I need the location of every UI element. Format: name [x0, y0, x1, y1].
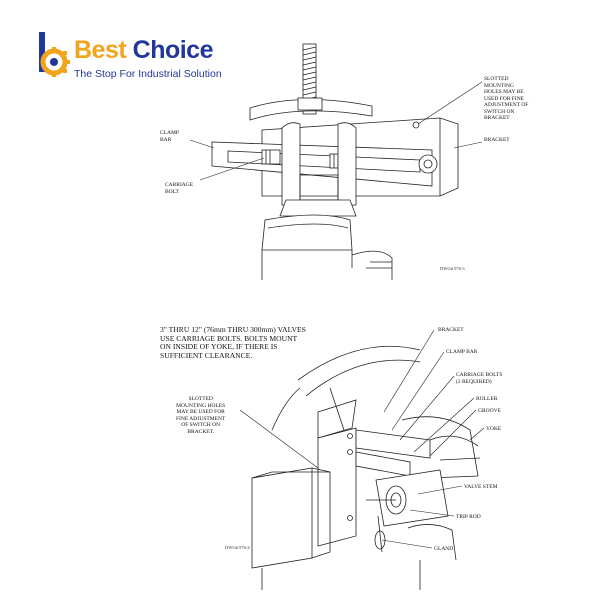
label-gland: GLAND [434, 546, 454, 552]
label-carriage-bolt-top: CARRIAGE BOLT [165, 182, 194, 195]
top-leader-lines [189, 81, 483, 181]
label-yoke: YOKE [486, 426, 502, 432]
label-carriage-bolts: CARRIAGE BOLTS (2 REQUIRED) [456, 372, 503, 385]
label-bracket-top: BRACKET [484, 137, 510, 143]
brand-logo: Best Choice The Stop For Industrial Solu… [36, 30, 236, 86]
label-slotted-holes-bottom: SLOTTED MOUNTING HOLES MAY BE USED FOR F… [176, 396, 226, 435]
bottom-leader-lines [239, 329, 485, 549]
label-trip-rod: TRIP ROD [456, 514, 481, 520]
valve-bonnet [261, 214, 393, 280]
label-groove: GROOVE [478, 408, 501, 414]
gear-b-logo-icon [39, 32, 70, 77]
bottom-valve-drawing [251, 345, 481, 590]
label-clamp-bar-bottom: CLAMP BAR [446, 349, 478, 355]
valve-yoke [279, 122, 357, 217]
label-valve-stem: VALVE STEM [464, 484, 498, 490]
brand-name: Best Choice [74, 36, 213, 64]
threaded-stem [302, 43, 317, 115]
drawing-number-bottom: DWG# 976-4 [225, 545, 250, 550]
label-slotted-holes-top: SLOTTED MOUNTING HOLES MAY BE USED FOR F… [484, 76, 529, 121]
label-clamp-bar-top: CLAMP BAR [160, 130, 179, 143]
label-roller: ROLLER [476, 396, 498, 402]
brand-tagline: The Stop For Industrial Solution [74, 68, 222, 80]
drawing-number-top: DWG# 976-3 [440, 266, 465, 271]
label-bracket-bottom: BRACKET [438, 327, 464, 333]
handwheel [249, 97, 373, 121]
valve-note: 3" THRU 12" (76mm THRU 300mm) VALVES USE… [160, 325, 306, 360]
